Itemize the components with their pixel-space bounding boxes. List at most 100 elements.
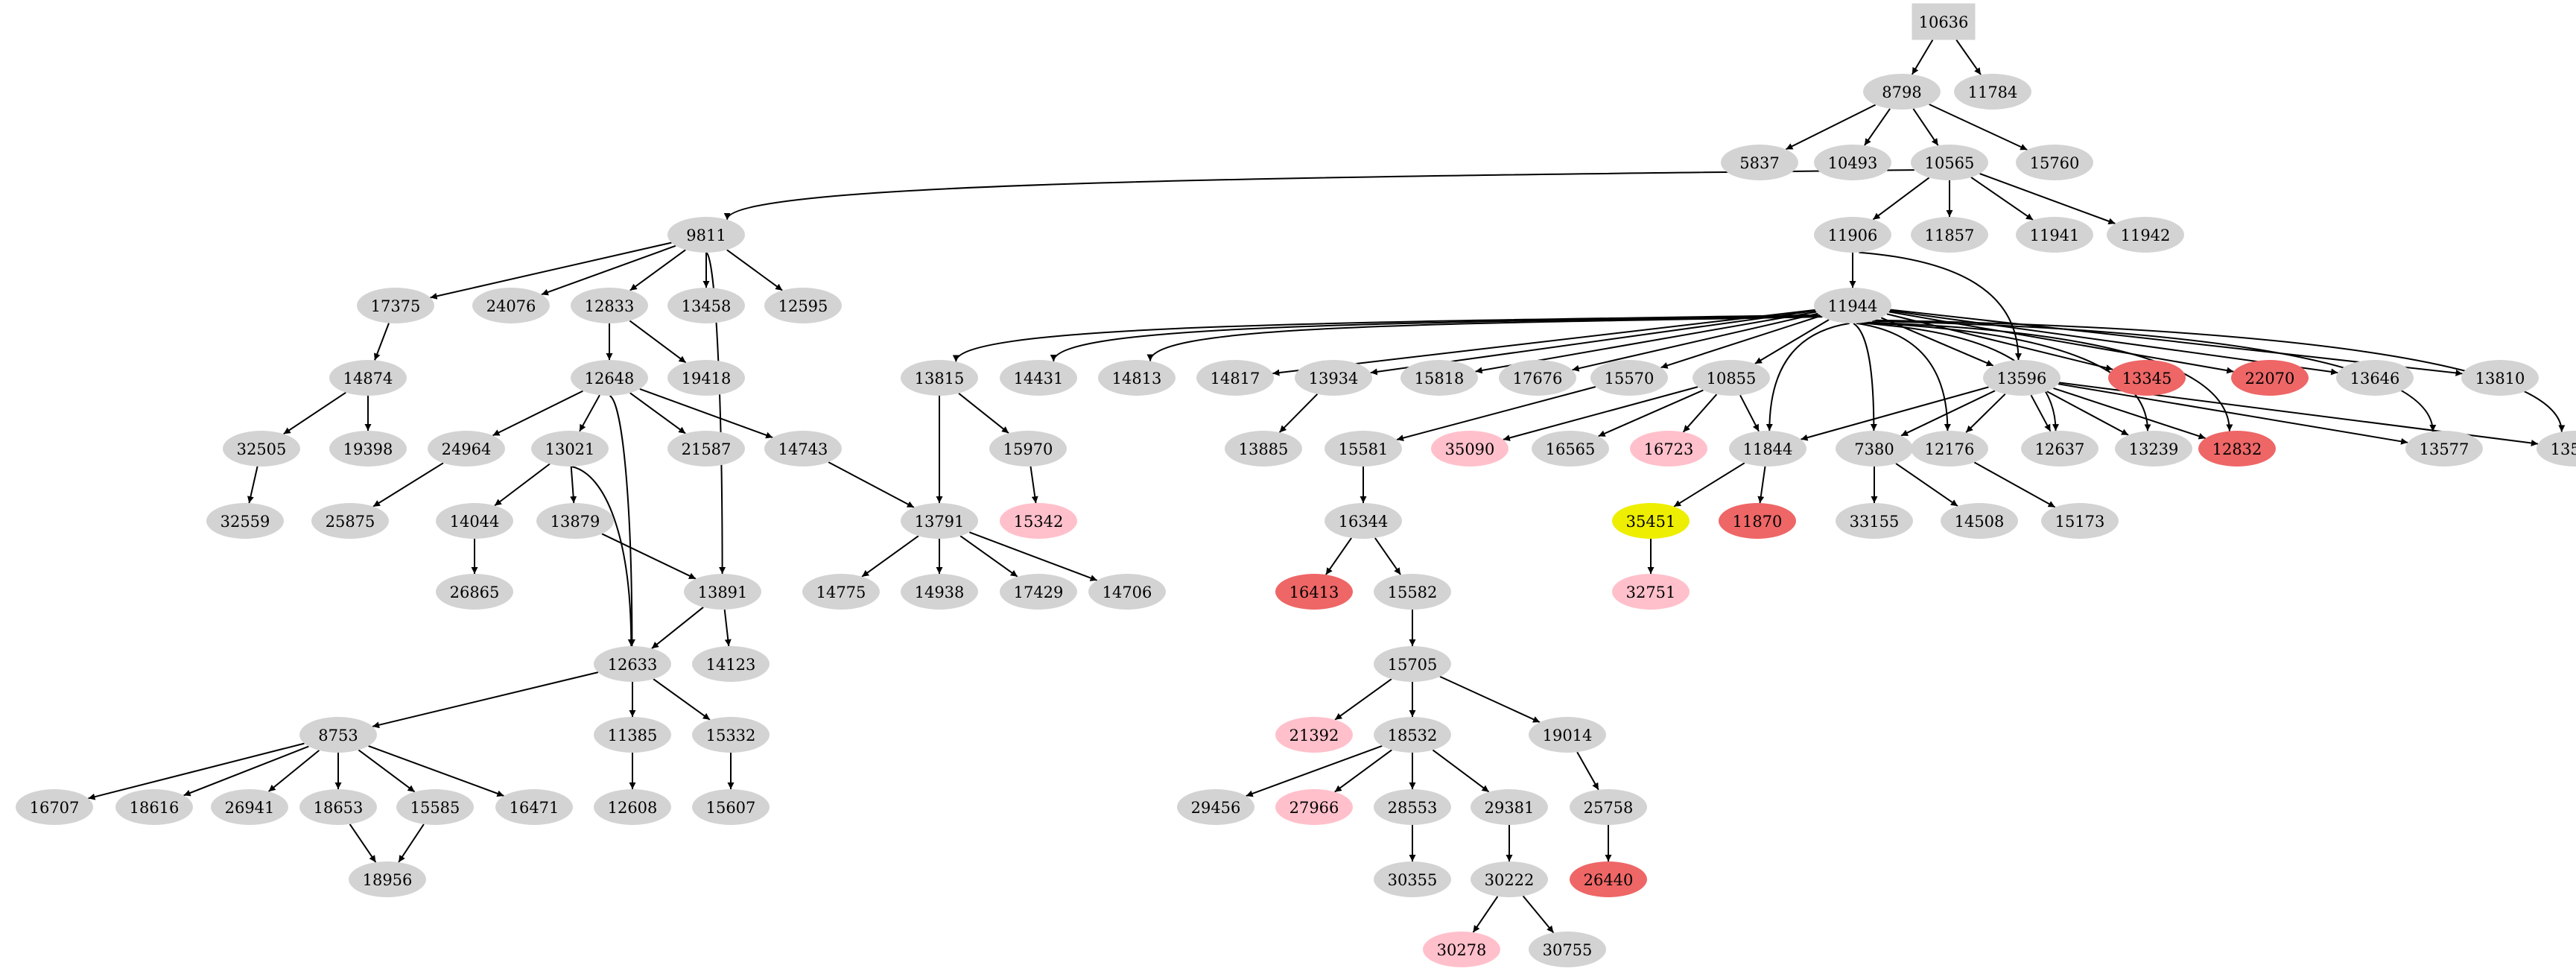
node-19014[interactable]: 19014 [1529,717,1606,753]
node-16471[interactable]: 16471 [495,789,573,825]
node-18532[interactable]: 18532 [1374,717,1451,753]
node-30222[interactable]: 30222 [1471,861,1548,897]
node-13579[interactable]: 13579 [2537,431,2576,467]
node-12833[interactable]: 12833 [571,288,648,323]
node-10855[interactable]: 10855 [1693,360,1770,396]
node-17676[interactable]: 17676 [1499,360,1576,396]
node-22070[interactable]: 22070 [2231,360,2309,396]
node-7380[interactable]: 7380 [1836,431,1913,467]
node-11844[interactable]: 11844 [1729,431,1806,467]
node-17429[interactable]: 17429 [1000,574,1077,610]
node-15582[interactable]: 15582 [1374,574,1451,610]
node-24964[interactable]: 24964 [428,431,505,467]
node-14431[interactable]: 14431 [1000,360,1077,396]
node-13596[interactable]: 13596 [1983,360,2061,396]
node-32559[interactable]: 32559 [206,503,284,539]
node-32751[interactable]: 32751 [1612,574,1690,610]
node-30355[interactable]: 30355 [1374,861,1451,897]
node-15342[interactable]: 15342 [1000,503,1077,539]
node-14044[interactable]: 14044 [436,503,513,539]
node-12633[interactable]: 12633 [594,646,671,682]
node-18956[interactable]: 18956 [349,861,426,897]
node-15173[interactable]: 15173 [2041,503,2119,539]
node-30278[interactable]: 30278 [1423,932,1500,967]
node-14938[interactable]: 14938 [901,574,978,610]
node-11857[interactable]: 11857 [1911,217,1988,253]
node-12608[interactable]: 12608 [594,789,671,825]
node-18616[interactable]: 18616 [115,789,193,825]
node-14775[interactable]: 14775 [802,574,880,610]
node-15332[interactable]: 15332 [692,717,770,753]
node-14508[interactable]: 14508 [1941,503,2018,539]
node-26440[interactable]: 26440 [1570,861,1647,897]
node-13934[interactable]: 13934 [1295,360,1372,396]
node-11385[interactable]: 11385 [594,717,671,753]
node-13458[interactable]: 13458 [667,288,745,323]
node-12176[interactable]: 12176 [1911,431,1988,467]
node-11944[interactable]: 11944 [1814,288,1891,323]
node-11870[interactable]: 11870 [1719,503,1796,539]
node-35451[interactable]: 35451 [1612,503,1690,539]
node-13879[interactable]: 13879 [536,503,614,539]
node-19398[interactable]: 19398 [329,431,407,467]
node-14123[interactable]: 14123 [692,646,770,682]
node-25758[interactable]: 25758 [1570,789,1647,825]
node-15705[interactable]: 15705 [1374,646,1451,682]
node-14817[interactable]: 14817 [1196,360,1274,396]
node-16344[interactable]: 16344 [1325,503,1402,539]
node-14874[interactable]: 14874 [329,360,407,396]
node-27966[interactable]: 27966 [1275,789,1353,825]
node-11941[interactable]: 11941 [2016,217,2093,253]
node-16565[interactable]: 16565 [1532,431,1609,467]
node-18653[interactable]: 18653 [299,789,377,825]
node-5837[interactable]: 5837 [1721,145,1798,180]
node-15581[interactable]: 15581 [1325,431,1402,467]
node-32505[interactable]: 32505 [223,431,300,467]
node-15570[interactable]: 15570 [1590,360,1668,396]
node-10493[interactable]: 10493 [1814,145,1891,180]
node-14743[interactable]: 14743 [764,431,842,467]
node-15760[interactable]: 15760 [2016,145,2093,180]
node-13646[interactable]: 13646 [2336,360,2414,396]
node-33155[interactable]: 33155 [1836,503,1913,539]
node-21587[interactable]: 21587 [667,431,745,467]
node-13810[interactable]: 13810 [2461,360,2539,396]
node-29456[interactable]: 29456 [1177,789,1254,825]
node-8753[interactable]: 8753 [299,717,377,753]
node-13345[interactable]: 13345 [2108,360,2186,396]
node-29381[interactable]: 29381 [1471,789,1548,825]
node-17375[interactable]: 17375 [357,288,434,323]
node-11906[interactable]: 11906 [1814,217,1891,253]
node-25875[interactable]: 25875 [311,503,389,539]
node-15818[interactable]: 15818 [1400,360,1478,396]
node-13815[interactable]: 13815 [901,360,978,396]
node-11784[interactable]: 11784 [1954,74,2031,110]
node-26865[interactable]: 26865 [436,574,513,610]
node-15607[interactable]: 15607 [692,789,770,825]
node-15585[interactable]: 15585 [396,789,474,825]
node-16413[interactable]: 16413 [1275,574,1353,610]
node-26941[interactable]: 26941 [211,789,288,825]
node-13885[interactable]: 13885 [1225,431,1302,467]
node-30755[interactable]: 30755 [1529,932,1606,967]
node-24076[interactable]: 24076 [472,288,550,323]
node-19418[interactable]: 19418 [667,360,745,396]
node-12595[interactable]: 12595 [764,288,842,323]
node-16707[interactable]: 16707 [16,789,93,825]
node-13577[interactable]: 13577 [2405,431,2483,467]
node-35090[interactable]: 35090 [1431,431,1509,467]
node-13021[interactable]: 13021 [531,431,609,467]
node-10565[interactable]: 10565 [1911,145,1988,180]
node-14813[interactable]: 14813 [1098,360,1176,396]
node-13891[interactable]: 13891 [684,574,761,610]
node-13239[interactable]: 13239 [2115,431,2192,467]
node-12637[interactable]: 12637 [2021,431,2098,467]
node-16723[interactable]: 16723 [1630,431,1707,467]
node-11942[interactable]: 11942 [2107,217,2184,253]
node-9811[interactable]: 9811 [667,217,745,253]
node-8798[interactable]: 8798 [1863,74,1941,110]
node-28553[interactable]: 28553 [1374,789,1451,825]
node-12832[interactable]: 12832 [2198,431,2276,467]
node-21392[interactable]: 21392 [1275,717,1353,753]
node-12648[interactable]: 12648 [571,360,648,396]
